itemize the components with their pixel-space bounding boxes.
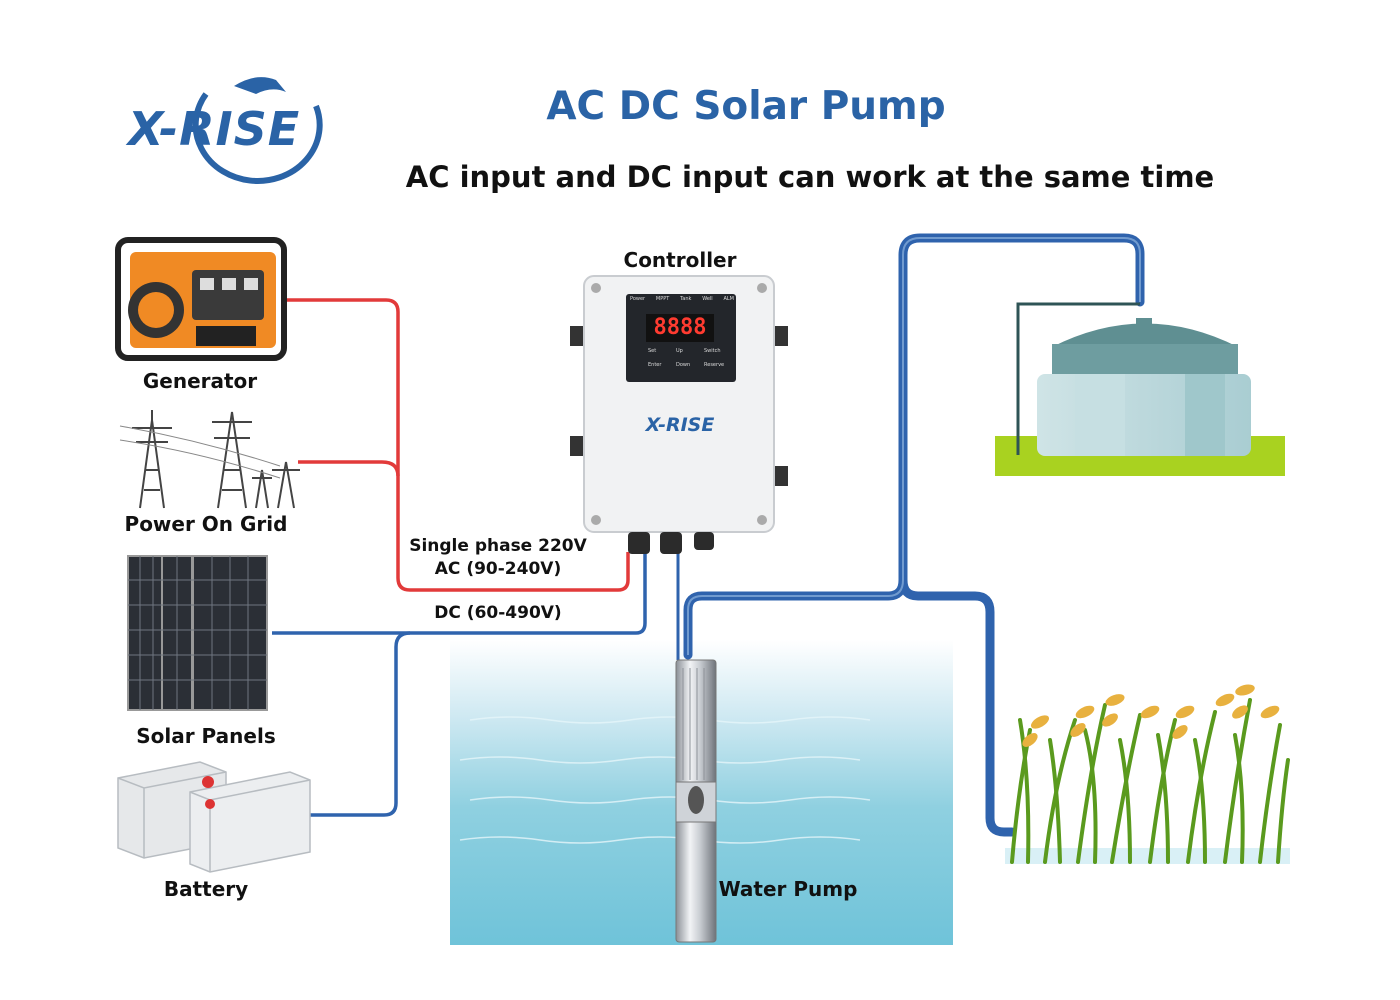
ac-input-label-line1: Single phase 220V <box>409 536 587 556</box>
indicator-alm: ALM <box>723 296 734 302</box>
generator-image <box>115 237 287 361</box>
button-switch: Switch <box>704 348 721 354</box>
water-ripples <box>459 716 871 844</box>
dc-input-label: DC (60-490V) <box>434 603 562 623</box>
dc-wire <box>272 552 647 817</box>
water-pump <box>675 659 717 943</box>
battery-image <box>117 761 311 873</box>
logo-text: X-RISE <box>128 102 301 156</box>
battery-label: Battery <box>163 877 249 901</box>
controller-label: Controller <box>623 248 737 272</box>
controller-brand: X-RISE <box>645 414 715 436</box>
page-subtitle: AC input and DC input can work at the sa… <box>405 160 1215 194</box>
brand-logo: X-RISE <box>126 64 366 184</box>
generator-label: Generator <box>142 369 258 393</box>
controller-buttons: Set Up Switch Enter Down Reserve <box>648 348 732 368</box>
power-grid-image <box>119 410 300 509</box>
indicator-tank: Tank <box>680 296 692 302</box>
ac-input-label-line2: AC (90-240V) <box>434 559 562 579</box>
solar-label: Solar Panels <box>136 724 276 748</box>
button-up: Up <box>676 348 683 354</box>
controller-indicators: Power MPPT Tank Well ALM <box>630 296 734 302</box>
water-tank <box>995 302 1285 476</box>
indicator-power: Power <box>630 296 646 302</box>
logo-swoosh-icon <box>192 77 323 184</box>
controller-box <box>570 275 788 554</box>
pump-label: Water Pump <box>718 877 858 901</box>
grid-label: Power On Grid <box>124 512 288 536</box>
page-title: AC DC Solar Pump <box>546 84 946 129</box>
controller-display: 8888 <box>653 315 707 340</box>
indicator-mppt: MPPT <box>655 296 670 302</box>
solar-panels-image <box>127 555 268 711</box>
indicator-well: Well <box>702 296 713 302</box>
button-set: Set <box>648 348 657 354</box>
button-reserve: Reserve <box>704 362 725 368</box>
rice-field <box>1005 684 1290 864</box>
button-enter: Enter <box>648 362 662 368</box>
pipe-outline <box>687 237 1141 655</box>
ac-wire <box>284 298 630 592</box>
button-down: Down <box>676 362 691 368</box>
